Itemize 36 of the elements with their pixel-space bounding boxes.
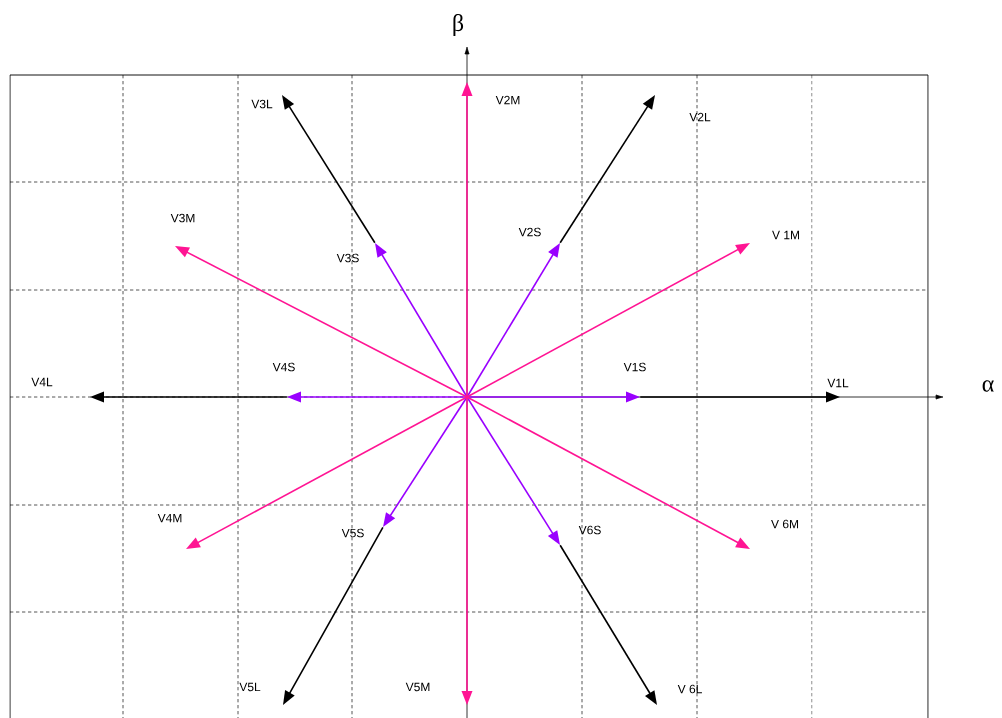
axis-label: α [982, 380, 994, 392]
vector-arrow [90, 391, 288, 403]
vector-arrow [175, 246, 468, 398]
vector-arrow [639, 391, 840, 403]
vector-arrow [461, 82, 473, 398]
vector-arrow [466, 396, 750, 549]
vector-arrow [283, 526, 384, 705]
vector-arrow [186, 396, 468, 549]
vector-arrow [559, 544, 657, 705]
vector-label: V 1M [772, 230, 799, 240]
vector-label: V3M [170, 213, 195, 223]
vector-label: V5M [405, 682, 430, 692]
vector-label: V2L [689, 112, 711, 122]
vector-label: V3S [336, 253, 359, 263]
vector-label: V2S [518, 227, 541, 237]
vector-arrow [466, 243, 560, 398]
vector-label: V 6L [677, 684, 702, 694]
vector-arrow [466, 396, 560, 545]
vector-arrow [559, 95, 655, 244]
vector-label: V4S [272, 362, 295, 372]
vector-label: V1S [623, 362, 646, 372]
axis-label: β [453, 14, 464, 36]
vector-arrow [282, 95, 376, 244]
vector-label: V5L [239, 682, 261, 692]
vector-arrow [466, 243, 750, 398]
vector-label: V6S [578, 525, 601, 535]
vector-label: V 6M [771, 519, 798, 529]
vector-label: V4L [31, 377, 53, 387]
vector-label: V3L [251, 99, 273, 109]
vector-label: V2M [495, 95, 520, 105]
vector-arrow [461, 396, 473, 705]
vector-label: V5S [341, 528, 364, 538]
vector-arrow [383, 396, 468, 527]
vector-label: V4M [157, 513, 182, 523]
vector-arrow [375, 243, 468, 398]
vector-label: V1L [827, 378, 849, 388]
